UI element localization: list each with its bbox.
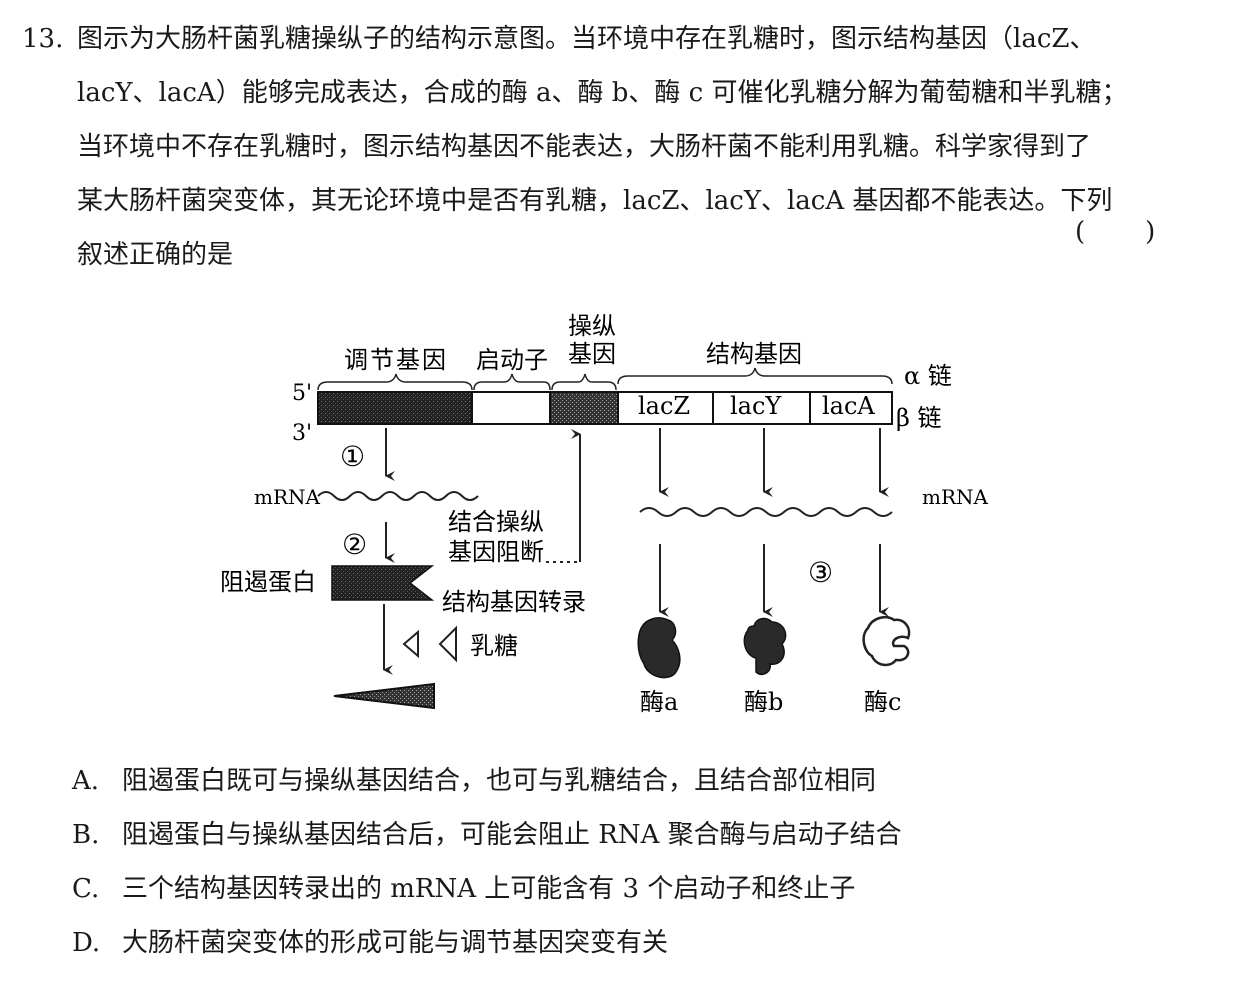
- mrna-right-wave: [639, 507, 893, 517]
- binding-note-2: 基因阻断: [448, 538, 544, 566]
- question-line-5: 叙述正确的是: [77, 240, 234, 270]
- repressor-label: 阻遏蛋白: [220, 568, 316, 596]
- label-structural: 结构基因: [706, 340, 802, 368]
- alpha-chain-label: α 链: [904, 362, 952, 390]
- option-d-text: 大肠杆菌突变体的形成可能与调节基因突变有关: [122, 928, 669, 958]
- question-line-4: 某大肠杆菌突变体，其无论环境中是否有乳糖，lacZ、lacY、lacA 基因都不…: [77, 186, 1113, 216]
- answer-bracket-open: (: [1075, 217, 1086, 247]
- enzyme-c-shape: [862, 616, 911, 667]
- operator-block: [549, 391, 619, 425]
- structural-genes-block: [617, 391, 893, 425]
- enzyme-b-label: 酶b: [744, 688, 783, 716]
- option-c-letter: C.: [72, 874, 100, 904]
- mrna-right-label: mRNA: [922, 485, 989, 509]
- transcription-note: 结构基因转录: [442, 588, 586, 616]
- mrna-left-wave: [317, 491, 479, 501]
- mrna-left-label: mRNA: [254, 485, 321, 509]
- option-a[interactable]: A. 阻遏蛋白既可与操纵基因结合，也可与乳糖结合，且结合部位相同: [72, 760, 876, 797]
- gene-lacy: lacY: [730, 392, 782, 420]
- dna-bar: [317, 391, 893, 425]
- gene-lacz: lacZ: [638, 392, 690, 420]
- brace-promoter: [473, 373, 551, 391]
- option-d[interactable]: D. 大肠杆菌突变体的形成可能与调节基因突变有关: [72, 922, 668, 959]
- answer-bracket[interactable]: (): [1075, 217, 1155, 247]
- option-b-letter: B.: [72, 820, 100, 850]
- option-c[interactable]: C. 三个结构基因转录出的 mRNA 上可能含有 3 个启动子和终止子: [72, 868, 855, 905]
- question-line-2: lacY、lacA）能够完成表达，合成的酶 a、酶 b、酶 c 可催化乳糖分解为…: [77, 78, 1128, 108]
- lactose-shape-2: [438, 625, 457, 663]
- inactive-repressor: [333, 682, 435, 710]
- binding-note-1: 结合操纵: [448, 508, 544, 536]
- question-number: 13.: [22, 24, 64, 54]
- promoter-block: [471, 391, 551, 425]
- step-3-marker: ③: [808, 556, 833, 589]
- option-a-text: 阻遏蛋白既可与操纵基因结合，也可与乳糖结合，且结合部位相同: [122, 766, 877, 796]
- label-promoter: 启动子: [476, 346, 548, 374]
- lactose-label: 乳糖: [470, 632, 518, 660]
- lactose-shape-1: [402, 629, 419, 659]
- label-operator-1: 操纵: [568, 312, 616, 340]
- question-line-1: 图示为大肠杆菌乳糖操纵子的结构示意图。当环境中存在乳糖时，图示结构基因（lacZ…: [77, 24, 1096, 54]
- gene-laca: lacA: [822, 392, 875, 420]
- beta-chain-label: β 链: [896, 404, 942, 432]
- step-1-marker: ①: [340, 440, 365, 473]
- label-operator-2: 基因: [568, 340, 616, 368]
- label-regulator: 调节基因: [344, 346, 448, 374]
- enzyme-a-shape: [637, 617, 681, 679]
- enzyme-b-shape: [743, 617, 787, 676]
- brace-structural: [617, 367, 893, 385]
- option-b-text: 阻遏蛋白与操纵基因结合后，可能会阻止 RNA 聚合酶与启动子结合: [122, 820, 902, 850]
- five-prime-label: 5': [292, 381, 312, 406]
- step-2-marker: ②: [342, 528, 367, 561]
- question-line-3: 当环境中不存在乳糖时，图示结构基因不能表达，大肠杆菌不能利用乳糖。科学家得到了: [77, 132, 1092, 162]
- answer-bracket-close: ): [1145, 217, 1156, 247]
- option-b[interactable]: B. 阻遏蛋白与操纵基因结合后，可能会阻止 RNA 聚合酶与启动子结合: [72, 814, 902, 851]
- enzyme-a-label: 酶a: [640, 688, 678, 716]
- enzyme-c-label: 酶c: [864, 688, 901, 716]
- option-a-letter: A.: [72, 766, 100, 796]
- three-prime-label: 3': [292, 421, 312, 446]
- option-d-letter: D.: [72, 928, 101, 958]
- brace-operator: [551, 373, 617, 391]
- option-c-text: 三个结构基因转录出的 mRNA 上可能含有 3 个启动子和终止子: [122, 874, 856, 904]
- regulator-gene-block: [317, 391, 473, 425]
- brace-regulator: [317, 373, 473, 391]
- lac-operon-diagram: 调节基因 启动子 操纵 基因 结构基因 5' 3' α 链 β 链: [200, 300, 1000, 730]
- repressor-protein: [331, 565, 435, 601]
